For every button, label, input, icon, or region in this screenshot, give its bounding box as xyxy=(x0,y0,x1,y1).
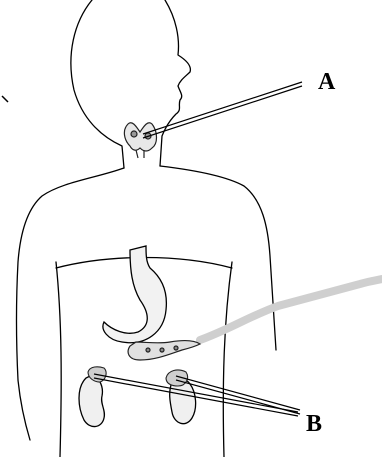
stomach xyxy=(103,246,166,343)
tick-mark xyxy=(2,96,8,102)
left-kidney xyxy=(79,376,104,427)
label-a: A xyxy=(318,70,335,94)
pancreas xyxy=(128,341,200,360)
label-b: B xyxy=(306,412,322,436)
leader-line-b-left xyxy=(94,374,298,416)
body-outline xyxy=(17,0,277,457)
leader-line-a xyxy=(143,82,302,138)
thyroid-gland xyxy=(124,123,156,158)
